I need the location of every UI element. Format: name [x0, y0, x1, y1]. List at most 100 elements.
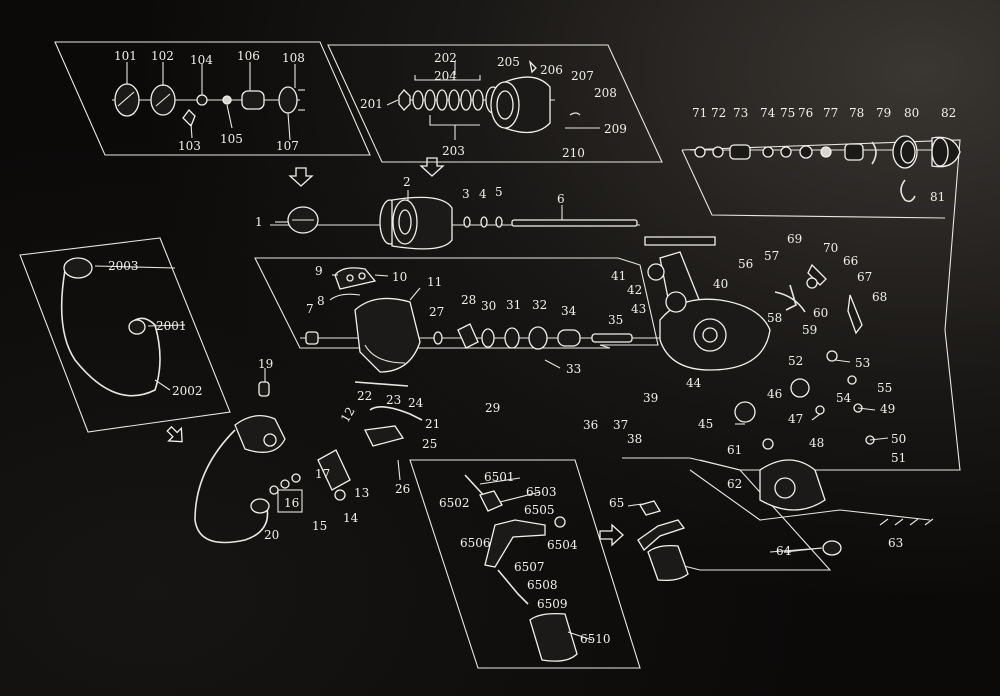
- part-nut: [196, 94, 208, 106]
- label-6501: 6501: [484, 470, 515, 484]
- label-17: 17: [315, 467, 330, 481]
- label-107: 107: [276, 139, 299, 153]
- panel-handle: [409, 459, 641, 669]
- label-78: 78: [849, 106, 864, 120]
- label-46: 46: [767, 387, 782, 401]
- label-23: 23: [386, 393, 401, 407]
- label-2003: 2003: [108, 259, 139, 273]
- label-63: 63: [888, 536, 903, 550]
- label-7: 7: [306, 302, 314, 316]
- label-6502: 6502: [439, 496, 470, 510]
- label-208: 208: [594, 86, 617, 100]
- label-105: 105: [220, 132, 243, 146]
- parts-reel-body: [644, 236, 934, 556]
- label-10: 10: [392, 270, 407, 284]
- label-4: 4: [479, 187, 487, 201]
- part-pinion-shaft: [591, 333, 633, 343]
- label-54: 54: [836, 391, 852, 405]
- parts-clicker: [114, 83, 305, 128]
- label-29: 29: [485, 401, 500, 415]
- part-ball: [222, 95, 232, 105]
- label-59: 59: [802, 323, 817, 337]
- label-15: 15: [312, 519, 327, 533]
- part-clip: [182, 109, 196, 128]
- label-80: 80: [904, 106, 919, 120]
- panel-spool-drag: [327, 44, 663, 163]
- label-5: 5: [495, 185, 503, 199]
- part-knob: [114, 83, 140, 117]
- part-bail-wire: [60, 269, 161, 397]
- label-61: 61: [727, 443, 742, 457]
- parts-bail: [60, 257, 423, 544]
- label-8: 8: [317, 294, 325, 308]
- label-57: 57: [764, 249, 779, 263]
- label-24: 24: [408, 396, 424, 410]
- panel-handle-alt: [622, 457, 832, 571]
- label-66: 66: [843, 254, 858, 268]
- label-65: 65: [609, 496, 624, 510]
- label-6506: 6506: [460, 536, 491, 550]
- label-48: 48: [809, 436, 824, 450]
- label-1: 1: [255, 215, 263, 229]
- label-204: 204: [434, 69, 457, 83]
- label-47: 47: [788, 412, 803, 426]
- label-27: 27: [429, 305, 444, 319]
- label-25: 25: [422, 437, 437, 451]
- arrows: [166, 157, 624, 547]
- part-lever: [847, 294, 863, 335]
- label-60: 60: [813, 306, 828, 320]
- label-6505: 6505: [524, 503, 555, 517]
- part-reel-foot: [644, 236, 716, 246]
- label-21: 21: [425, 417, 440, 431]
- leader-lines: [94, 62, 889, 641]
- label-51: 51: [891, 451, 906, 465]
- label-14: 14: [343, 511, 359, 525]
- label-30: 30: [481, 299, 496, 313]
- label-36: 36: [583, 418, 598, 432]
- label-3: 3: [462, 187, 470, 201]
- part-washer: [278, 86, 298, 114]
- label-52: 52: [788, 354, 803, 368]
- label-68: 68: [872, 290, 887, 304]
- label-42: 42: [627, 283, 642, 297]
- label-44: 44: [686, 376, 702, 390]
- label-64: 64: [776, 544, 792, 558]
- label-28: 28: [461, 293, 476, 307]
- down-right-arrow-icon: [166, 425, 183, 443]
- label-70: 70: [823, 241, 838, 255]
- down-arrow-icon: [419, 157, 445, 177]
- parts-drag-stack: [398, 60, 600, 134]
- panel-spool-clicker: [54, 41, 371, 156]
- label-106: 106: [237, 49, 260, 63]
- label-81: 81: [930, 190, 945, 204]
- label-43: 43: [631, 302, 646, 316]
- label-35: 35: [608, 313, 623, 327]
- panel-frames: [19, 41, 961, 669]
- label-209: 209: [604, 122, 627, 136]
- label-77: 77: [823, 106, 838, 120]
- part-bail-arm-top: [334, 267, 377, 290]
- label-72: 72: [711, 106, 726, 120]
- label-20: 20: [264, 528, 279, 542]
- label-34: 34: [561, 304, 577, 318]
- parts-right-row: [694, 135, 961, 203]
- label-22: 22: [357, 389, 372, 403]
- panel-body-lower: [689, 469, 931, 521]
- parts-handle: [464, 474, 689, 662]
- label-40: 40: [713, 277, 728, 291]
- label-12: 12: [338, 405, 358, 425]
- label-102: 102: [151, 49, 174, 63]
- label-79: 79: [876, 106, 891, 120]
- label-104: 104: [190, 53, 213, 67]
- label-62: 62: [727, 477, 742, 491]
- label-55: 55: [877, 381, 892, 395]
- label-201: 201: [360, 97, 383, 111]
- part-bearing: [241, 90, 265, 110]
- label-16: 16: [284, 496, 299, 510]
- label-56: 56: [738, 257, 753, 271]
- part-handle-knob: [529, 612, 578, 662]
- label-101: 101: [114, 49, 137, 63]
- right-arrow-icon: [599, 523, 624, 547]
- label-76: 76: [798, 106, 813, 120]
- label-75: 75: [780, 106, 795, 120]
